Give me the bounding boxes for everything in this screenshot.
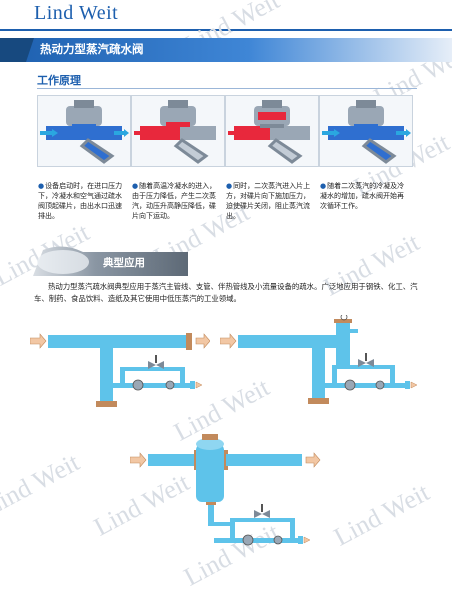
flow-arrow-icon [146, 129, 152, 137]
pressure-gauge-icon [340, 315, 348, 321]
flow-arrow-icon [130, 452, 147, 468]
steam-trap-icon [132, 379, 144, 391]
valve-icon [358, 353, 374, 367]
watermark: Lind Weit [0, 447, 85, 522]
principle-diagram-3 [225, 95, 319, 167]
application-banner: 典型应用 [33, 246, 188, 276]
section-title-bar: 热动力型蒸汽疏水阀 [0, 38, 452, 62]
principle-diagram-1 [37, 95, 131, 167]
principle-text-3: ●同时，二次蒸汽进入片上方，对碟片向下施加压力，迫使碟片关闭，阻止蒸汽流出。 [226, 182, 311, 220]
pipeline-diagram-2 [220, 315, 418, 404]
application-text: 热动力型蒸汽疏水阀典型应用于蒸汽主管线、支管、伴热管线及小流量设备的疏水。广泛地… [34, 282, 418, 303]
principle-text-1: ●设备启动时，在进口压力下，冷凝水和空气通过疏水阀顶起碟片，由出水口迅速排出。 [38, 182, 123, 220]
valve-icon [254, 504, 270, 518]
principle-rule [37, 88, 417, 89]
pipeline-diagram-3 [130, 434, 321, 546]
steam-trap-icon [242, 534, 254, 546]
principle-text-2: ●随着高温冷凝水的进入，由于压力降低，产生二次蒸汽，动压升高静压降低，碟片向下运… [132, 182, 217, 220]
application-heading: 典型应用 [103, 257, 145, 269]
principle-diagram-4 [319, 95, 413, 167]
section-title: 热动力型蒸汽疏水阀 [40, 42, 144, 56]
bullet-icon: ● [38, 182, 45, 190]
flow-arrow-icon [30, 333, 47, 349]
section-bar-shape [0, 38, 452, 62]
principle-heading: 工作原理 [37, 74, 81, 87]
flow-arrow-icon [52, 129, 58, 137]
valve-icon [148, 355, 164, 369]
pipeline-diagram-1 [30, 333, 210, 407]
principle-text-4: ●随着二次蒸汽的冷凝及冷凝水的增加，疏水阀开始再次循环工作。 [320, 182, 405, 210]
bullet-icon: ● [132, 182, 139, 190]
flow-arrow-icon [220, 333, 237, 349]
steam-trap-icon [344, 379, 356, 391]
bullet-icon: ● [320, 182, 327, 190]
brand-logo: Lind Weit [34, 2, 119, 24]
watermark: Lind Weit [329, 477, 435, 552]
application-banner-shape [33, 246, 188, 276]
principle-diagram-2 [131, 95, 225, 167]
header-rule [0, 29, 452, 31]
flow-arrow-icon [240, 129, 246, 137]
flow-arrow-icon [334, 129, 340, 137]
bullet-icon: ● [226, 182, 233, 190]
